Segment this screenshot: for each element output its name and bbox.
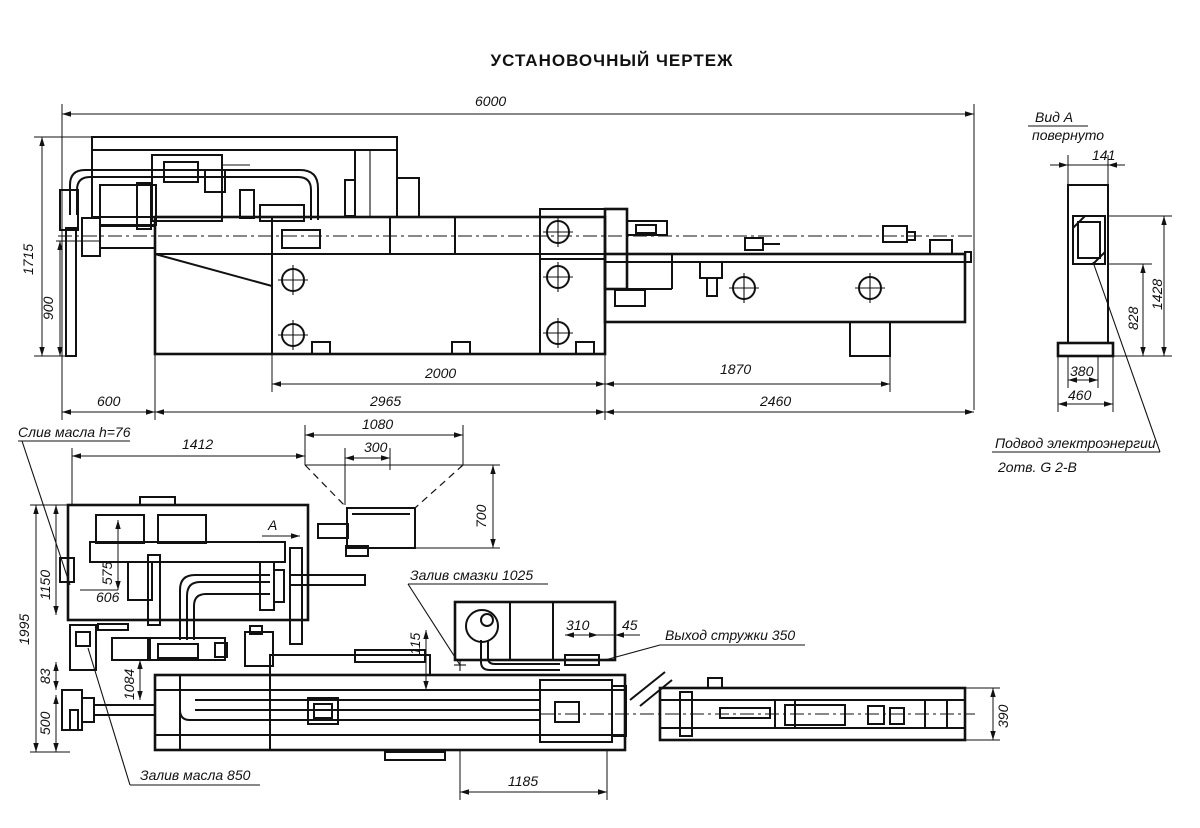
view-a-subtitle: повернуто bbox=[1032, 127, 1104, 143]
dim-1080: 1080 bbox=[362, 416, 393, 432]
dim-1995: 1995 bbox=[16, 614, 32, 645]
dim-700: 700 bbox=[473, 504, 489, 528]
dim-380: 380 bbox=[1070, 363, 1094, 379]
view-a: Вид А повернуто 141 1428 828 380 460 bbox=[992, 109, 1172, 475]
callout-oil-drain: Слив масла h=76 bbox=[18, 424, 131, 440]
front-view: 6000 1715 900 bbox=[20, 93, 975, 420]
dim-45: 45 bbox=[622, 617, 638, 633]
view-a-arrow-label: А bbox=[267, 517, 277, 533]
dim-390: 390 bbox=[995, 704, 1011, 728]
dim-2000: 2000 bbox=[424, 365, 456, 381]
dim-2965: 2965 bbox=[369, 393, 401, 409]
dim-2460: 2460 bbox=[759, 393, 791, 409]
dim-1870: 1870 bbox=[720, 361, 751, 377]
dim-83: 83 bbox=[37, 668, 53, 684]
dim-600: 600 bbox=[97, 393, 121, 409]
dim-1428: 1428 bbox=[1149, 279, 1165, 310]
dim-6000: 6000 bbox=[475, 93, 506, 109]
dim-900: 900 bbox=[40, 296, 56, 320]
dim-115: 115 bbox=[407, 632, 423, 655]
dim-300: 300 bbox=[364, 439, 388, 455]
dim-606: 606 bbox=[96, 589, 120, 605]
dim-1412: 1412 bbox=[182, 436, 213, 452]
callout-lubricant-fill: Залив смазки 1025 bbox=[410, 567, 533, 583]
dim-575: 575 bbox=[99, 561, 115, 585]
dim-1084: 1084 bbox=[121, 669, 137, 700]
callout-oil-fill: Залив масла 850 bbox=[140, 767, 251, 783]
dim-460: 460 bbox=[1068, 387, 1092, 403]
dim-828: 828 bbox=[1125, 306, 1141, 330]
callout-chip-exit: Выход стружки 350 bbox=[665, 627, 795, 643]
dim-1150: 1150 bbox=[37, 570, 53, 600]
callout-power-supply: Подвод электроэнергии bbox=[995, 435, 1156, 451]
plan-view: Слив масла h=76 1412 1080 300 700 А bbox=[16, 416, 1011, 800]
drawing-title: УСТАНОВОЧНЫЙ ЧЕРТЕЖ bbox=[491, 51, 734, 70]
dim-1185: 1185 bbox=[508, 773, 538, 789]
view-a-title: Вид А bbox=[1035, 109, 1073, 125]
dim-141: 141 bbox=[1092, 147, 1115, 163]
dim-310: 310 bbox=[566, 617, 590, 633]
dim-500: 500 bbox=[37, 711, 53, 735]
dim-1715: 1715 bbox=[20, 244, 36, 275]
callout-holes: 2отв. G 2-В bbox=[997, 459, 1077, 475]
